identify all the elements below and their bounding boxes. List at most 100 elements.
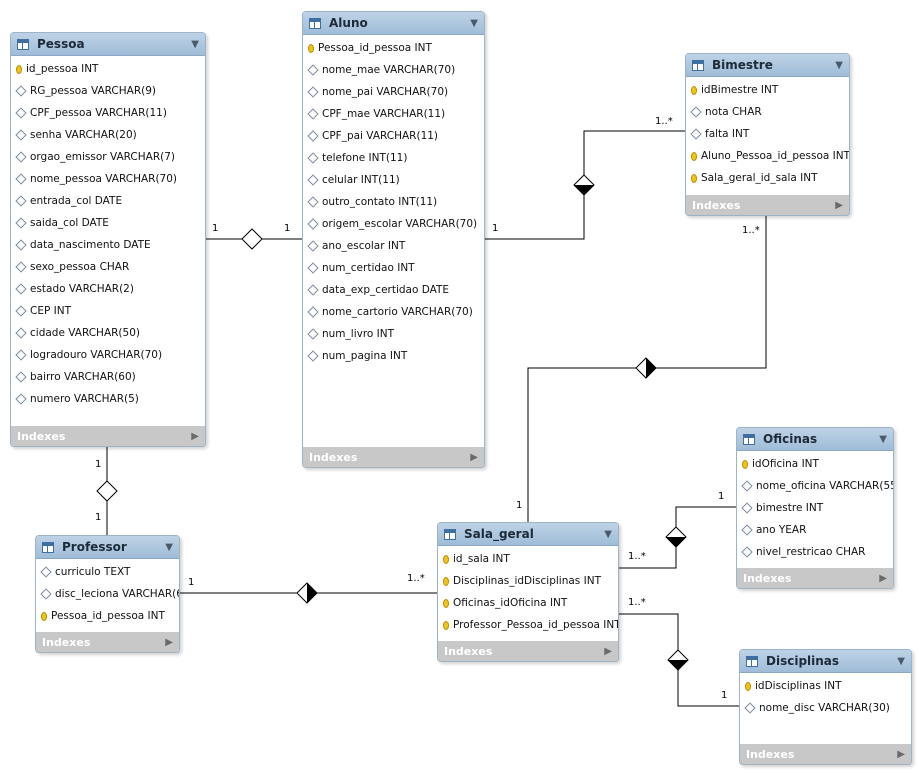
- collapse-arrow-icon[interactable]: ▼: [470, 17, 478, 29]
- relationship-aluno-bimestre[interactable]: [483, 130, 685, 240]
- column-row[interactable]: celular INT(11): [303, 169, 484, 191]
- table-header[interactable]: Disciplinas▼: [740, 650, 911, 673]
- column-row[interactable]: nome_cartorio VARCHAR(70): [303, 301, 484, 323]
- relationship-pessoa-aluno[interactable]: [204, 228, 302, 250]
- column-row[interactable]: logradouro VARCHAR(70): [11, 344, 205, 366]
- column-row[interactable]: num_certidao INT: [303, 257, 484, 279]
- column-row[interactable]: num_pagina INT: [303, 345, 484, 367]
- collapse-arrow-icon[interactable]: ▼: [604, 528, 612, 540]
- indexes-section[interactable]: Indexes▶: [740, 744, 911, 764]
- column-row[interactable]: disc_leciona VARCHAR(6): [36, 583, 179, 605]
- column-row[interactable]: telefone INT(11): [303, 147, 484, 169]
- column-row[interactable]: idDisciplinas INT: [740, 675, 911, 697]
- collapse-arrow-icon[interactable]: ▼: [879, 433, 887, 445]
- column-row[interactable]: bimestre INT: [737, 497, 893, 519]
- column-row[interactable]: entrada_col DATE: [11, 190, 205, 212]
- column-row[interactable]: curriculo TEXT: [36, 561, 179, 583]
- relationship-sala-bimestre[interactable]: [527, 214, 767, 522]
- column-row[interactable]: origem_escolar VARCHAR(70): [303, 213, 484, 235]
- collapse-arrow-icon[interactable]: ▼: [191, 38, 199, 50]
- column-row[interactable]: CPF_pessoa VARCHAR(11): [11, 102, 205, 124]
- column-row[interactable]: data_nascimento DATE: [11, 234, 205, 256]
- indexes-section[interactable]: Indexes▶: [303, 447, 484, 467]
- column-row[interactable]: nota CHAR: [686, 101, 849, 123]
- table-header[interactable]: Professor▼: [36, 536, 179, 559]
- relationship-diamond-icon[interactable]: [241, 228, 263, 250]
- column-row[interactable]: Aluno_Pessoa_id_pessoa INT: [686, 145, 849, 167]
- column-row[interactable]: orgao_emissor VARCHAR(7): [11, 146, 205, 168]
- indexes-section[interactable]: Indexes▶: [737, 568, 893, 588]
- column-row[interactable]: nome_pessoa VARCHAR(70): [11, 168, 205, 190]
- diamond-icon: [15, 151, 27, 163]
- column-row[interactable]: saida_col DATE: [11, 212, 205, 234]
- table-header[interactable]: Oficinas▼: [737, 428, 893, 451]
- indexes-section[interactable]: Indexes▶: [438, 641, 618, 661]
- column-row[interactable]: idOficina INT: [737, 453, 893, 475]
- column-row[interactable]: nome_disc VARCHAR(30): [740, 697, 911, 719]
- column-row[interactable]: senha VARCHAR(20): [11, 124, 205, 146]
- column-row[interactable]: id_sala INT: [438, 548, 618, 570]
- table-disciplinas[interactable]: Disciplinas▼idDisciplinas INT nome_disc V…: [739, 649, 912, 765]
- indexes-section[interactable]: Indexes▶: [11, 426, 205, 446]
- column-row[interactable]: num_livro INT: [303, 323, 484, 345]
- column-row[interactable]: ano YEAR: [737, 519, 893, 541]
- indexes-section[interactable]: Indexes ▶: [36, 632, 179, 652]
- column-row[interactable]: cidade VARCHAR(50): [11, 322, 205, 344]
- table-header[interactable]: Pessoa▼: [11, 33, 205, 56]
- column-label: numero VARCHAR(5): [30, 393, 139, 405]
- column-row[interactable]: Disciplinas_idDisciplinas INT: [438, 570, 618, 592]
- table-header[interactable]: Sala_geral▼: [438, 523, 618, 546]
- column-label: nome_disc VARCHAR(30): [759, 702, 890, 714]
- column-row[interactable]: estado VARCHAR(2): [11, 278, 205, 300]
- column-row[interactable]: data_exp_certidao DATE: [303, 279, 484, 301]
- column-row[interactable]: Sala_geral_id_sala INT: [686, 167, 849, 189]
- relationship-pessoa-professor[interactable]: [96, 445, 118, 535]
- collapse-arrow-icon[interactable]: ▼: [165, 541, 173, 553]
- relationship-oficinas-sala[interactable]: [617, 506, 736, 569]
- diamond-icon: [307, 86, 319, 98]
- column-row[interactable]: CPF_pai VARCHAR(11): [303, 125, 484, 147]
- column-row[interactable]: numero VARCHAR(5): [11, 388, 205, 410]
- collapse-arrow-icon[interactable]: ▼: [897, 655, 905, 667]
- column-row[interactable]: id_pessoa INT: [11, 58, 205, 80]
- column-row[interactable]: RG_pessoa VARCHAR(9): [11, 80, 205, 102]
- table-header[interactable]: Bimestre▼: [686, 54, 849, 77]
- column-row[interactable]: Oficinas_idOficina INT: [438, 592, 618, 614]
- column-row[interactable]: nome_pai VARCHAR(70): [303, 81, 484, 103]
- column-row[interactable]: bairro VARCHAR(60): [11, 366, 205, 388]
- column-row[interactable]: Pessoa_id_pessoa INT: [303, 37, 484, 59]
- column-row[interactable]: Pessoa_id_pessoa INT: [36, 605, 179, 627]
- expand-arrow-icon[interactable]: ▶: [835, 199, 843, 211]
- column-row[interactable]: nome_mae VARCHAR(70): [303, 59, 484, 81]
- column-row[interactable]: CEP INT: [11, 300, 205, 322]
- expand-arrow-icon[interactable]: ▶: [897, 748, 905, 760]
- indexes-section[interactable]: Indexes▶: [686, 195, 849, 215]
- diamond-icon: [307, 240, 319, 252]
- indexes-label: Indexes: [42, 635, 91, 649]
- column-row[interactable]: nivel_restricao CHAR: [737, 541, 893, 563]
- column-row[interactable]: outro_contato INT(11): [303, 191, 484, 213]
- column-row[interactable]: falta INT: [686, 123, 849, 145]
- relationship-diamond-icon[interactable]: [96, 480, 118, 502]
- relationship-professor-sala[interactable]: [178, 582, 437, 604]
- column-row[interactable]: nome_oficina VARCHAR(55): [737, 475, 893, 497]
- column-row[interactable]: ano_escolar INT: [303, 235, 484, 257]
- expand-arrow-icon[interactable]: ▶: [191, 430, 199, 442]
- table-header[interactable]: Aluno▼: [303, 12, 484, 35]
- expand-arrow-icon[interactable]: ▶: [165, 636, 173, 648]
- collapse-arrow-icon[interactable]: ▼: [835, 59, 843, 71]
- expand-arrow-icon[interactable]: ▶: [879, 572, 887, 584]
- column-row[interactable]: Professor_Pessoa_id_pessoa INT: [438, 614, 618, 636]
- expand-arrow-icon[interactable]: ▶: [604, 645, 612, 657]
- column-row[interactable]: idBimestre INT: [686, 79, 849, 101]
- column-row[interactable]: CPF_mae VARCHAR(11): [303, 103, 484, 125]
- relationship-disciplinas-sala[interactable]: [617, 613, 739, 707]
- column-row[interactable]: sexo_pessoa CHAR: [11, 256, 205, 278]
- expand-arrow-icon[interactable]: ▶: [470, 451, 478, 463]
